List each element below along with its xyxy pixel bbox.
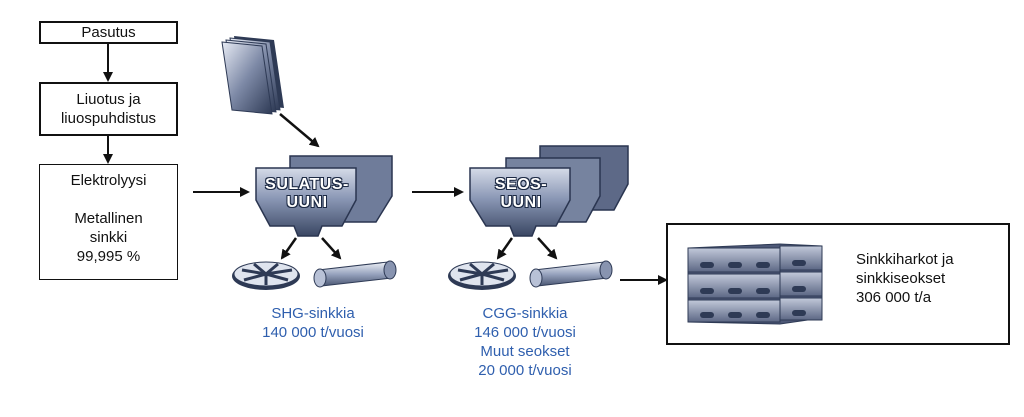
shg-amount: 140 000 t/vuosi (262, 324, 364, 341)
output-line2: sinkkiseokset (856, 270, 946, 287)
shg-roll-icon (313, 260, 397, 288)
leaching-box: Liuotus ja liuospuhdistus (39, 82, 178, 136)
cgg-amount: 146 000 t/vuosi (474, 324, 576, 341)
roasting-box: Pasutus (39, 21, 178, 44)
metal-purity: 99,995 % (76, 248, 141, 265)
alloy-furnace-label: SEOS- UUNI (476, 176, 566, 212)
cgg-casting-wheel-icon (448, 261, 516, 290)
output-box (666, 223, 1010, 345)
arrow-alloy-to-cgg-roll (537, 237, 558, 260)
arrow-plates-to-melting (279, 113, 320, 148)
other-alloys-amount: 20 000 t/vuosi (478, 362, 572, 379)
alloy-furnace-label-line1: SEOS- (494, 176, 548, 193)
output-label: Sinkkiharkot ja sinkkiseokset 306 000 t/… (856, 250, 954, 307)
melting-furnace-label-line1: SULATUS- (265, 176, 349, 193)
other-alloys-name: Muut seokset (480, 343, 570, 360)
electrolysis-box: Elektrolyysi Metallinen sinkki 99,995 % (39, 164, 178, 280)
arrow-alloy-to-cgg-wheel (496, 237, 514, 260)
cgg-name: CGG-sinkkia (482, 305, 568, 322)
leaching-label-line2: liuospuhdistus (60, 110, 157, 127)
ingot-stack-icon (687, 243, 823, 325)
alloy-furnace-label-line2: UUNI (500, 194, 542, 211)
electrolysis-label: Elektrolyysi (70, 172, 147, 189)
arrow-melting-to-shg-roll (321, 237, 342, 260)
metal-label-line1: Metallinen (74, 210, 143, 227)
melting-furnace-label-line2: UUNI (286, 194, 328, 211)
roasting-label: Pasutus (81, 24, 136, 41)
arrow-melting-to-shg-wheel (280, 237, 298, 260)
cathode-plates-icon (221, 36, 284, 115)
metal-label-line2: sinkki (89, 229, 128, 246)
output-line3: 306 000 t/a (856, 289, 932, 306)
alloy-furnace-icon (469, 145, 629, 237)
shg-name: SHG-sinkkia (271, 305, 355, 322)
cgg-roll-icon (529, 260, 613, 288)
shg-casting-wheel-icon (232, 261, 300, 290)
output-line1: Sinkkiharkot ja (856, 251, 954, 268)
melting-furnace-label: SULATUS- UUNI (262, 176, 352, 212)
cgg-product-label: CGG-sinkkia 146 000 t/vuosi Muut seokset… (440, 304, 610, 380)
leaching-label-line1: Liuotus ja (76, 91, 141, 108)
shg-product-label: SHG-sinkkia 140 000 t/vuosi (228, 304, 398, 342)
melting-furnace-icon (255, 155, 393, 237)
